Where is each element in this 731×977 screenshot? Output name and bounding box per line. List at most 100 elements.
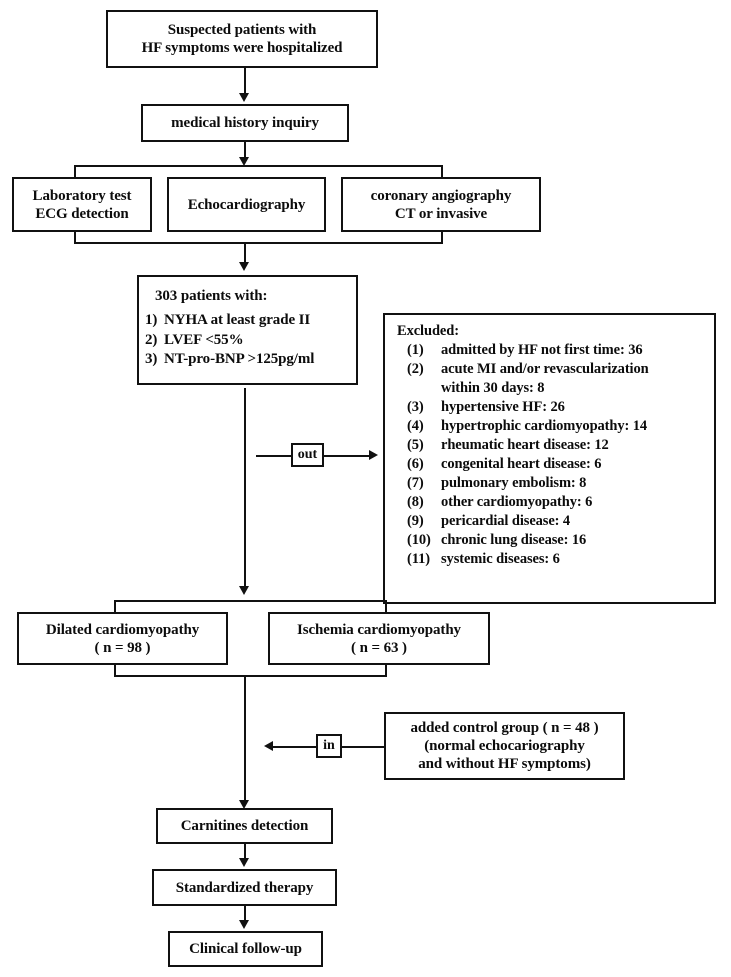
excluded-item-text: admitted by HF not first time: 36 (441, 342, 643, 359)
excluded-item-number: (3) (407, 399, 424, 416)
excluded-item-text: pericardial disease: 4 (441, 513, 571, 530)
bracket-cardiomyopathy-bottom (114, 665, 387, 677)
tag-in: in (316, 734, 342, 758)
excluded-item: (4) hypertrophic cardiomyopathy: 14 (391, 417, 647, 436)
arrowhead-cardiomyopathy-to-carnitines (239, 800, 249, 809)
connector-suspected-to-history (244, 68, 246, 96)
node-ischemia-cardiomyopathy: Ischemia cardiomyopathy ( n = 63 ) (268, 612, 490, 665)
excluded-item: (11) systemic diseases: 6 (391, 550, 560, 569)
criteria-item: 3) NT-pro-BNP >125pg/ml (145, 350, 314, 370)
excluded-item-number: (9) (407, 513, 424, 530)
criteria-item: 2) LVEF <55% (145, 331, 244, 351)
connector-in-left-segment (273, 746, 316, 748)
node-control-group-line1: added control group ( n = 48 ) (410, 720, 599, 736)
excluded-item: (7) pulmonary embolism: 8 (391, 474, 586, 493)
node-clinical-followup: Clinical follow-up (168, 931, 323, 967)
node-control-group: added control group ( n = 48 ) (normal e… (384, 712, 625, 780)
excluded-item-number: (11) (407, 551, 430, 568)
arrowhead-history-to-tests (239, 157, 249, 166)
arrowhead-suspected-to-history (239, 93, 249, 102)
node-criteria-303-patients: 303 patients with: 1) NYHA at least grad… (137, 275, 358, 385)
excluded-item-number: (7) (407, 475, 424, 492)
connector-tests-to-criteria (244, 244, 246, 266)
criteria-item: 1) NYHA at least grade II (145, 311, 310, 331)
excluded-item-number: (8) (407, 494, 424, 511)
criteria-item-text: NYHA at least grade II (164, 312, 311, 328)
node-ischemia-cardiomyopathy-line2: ( n = 63 ) (351, 639, 407, 656)
bracket-tests-top (74, 165, 443, 177)
excluded-item: (2) acute MI and/or revascularization (391, 360, 649, 379)
node-laboratory-test-line2: ECG detection (35, 205, 129, 222)
connector-carnitines-to-therapy (244, 844, 246, 862)
excluded-item: (5) rheumatic heart disease: 12 (391, 436, 609, 455)
node-standardized-therapy-line1: Standardized therapy (175, 879, 314, 896)
node-dilated-cardiomyopathy-line2: ( n = 98 ) (94, 639, 151, 656)
node-suspected-patients-line1: Suspected patients with (167, 22, 317, 38)
excluded-item: (1) admitted by HF not first time: 36 (391, 341, 643, 360)
excluded-item-text: hypertensive HF: 26 (441, 399, 565, 416)
connector-history-to-tests (244, 142, 246, 162)
bracket-tests-bottom (74, 232, 443, 244)
excluded-item: (8) other cardiomyopathy: 6 (391, 493, 592, 512)
node-carnitines-detection: Carnitines detection (156, 808, 333, 844)
excluded-item-text: congenital heart disease: 6 (441, 456, 602, 473)
node-ischemia-cardiomyopathy-line1: Ischemia cardiomyopathy (297, 621, 461, 638)
criteria-item-number: 1) (145, 312, 158, 328)
node-control-group-line2: (normal echocariography (424, 738, 585, 754)
node-dilated-cardiomyopathy: Dilated cardiomyopathy ( n = 98 ) (17, 612, 228, 665)
tag-in-label: in (323, 738, 335, 753)
excluded-item-text: pulmonary embolism: 8 (441, 475, 587, 492)
excluded-item-continuation: within 30 days: 8 (441, 380, 545, 397)
excluded-item-text: hypertrophic cardiomyopathy: 14 (441, 418, 648, 435)
node-dilated-cardiomyopathy-line1: Dilated cardiomyopathy (45, 621, 200, 638)
excluded-item-text: other cardiomyopathy: 6 (441, 494, 593, 511)
excluded-item-number: (4) (407, 418, 424, 435)
node-medical-history: medical history inquiry (141, 104, 349, 142)
bracket-cardiomyopathy-top (114, 600, 387, 612)
arrowhead-out-to-excluded (369, 450, 378, 460)
excluded-item-text: systemic diseases: 6 (441, 551, 560, 568)
criteria-item-text: NT-pro-BNP >125pg/ml (164, 351, 315, 367)
excluded-item: (9) pericardial disease: 4 (391, 512, 570, 531)
connector-criteria-to-cardiomyopathy (244, 388, 246, 590)
criteria-item-text: LVEF <55% (164, 331, 244, 348)
connector-out-left-segment (256, 455, 291, 457)
excluded-item-number: (6) (407, 456, 424, 473)
arrowhead-tests-to-criteria (239, 262, 249, 271)
excluded-item-text: chronic lung disease: 16 (441, 532, 587, 549)
arrowhead-therapy-to-followup (239, 920, 249, 929)
excluded-title: Excluded: (397, 323, 459, 339)
node-clinical-followup-line1: Clinical follow-up (189, 941, 302, 957)
connector-cardiomyopathy-to-carnitines (244, 677, 246, 805)
node-standardized-therapy: Standardized therapy (152, 869, 337, 906)
criteria-header: 303 patients with: (155, 288, 268, 304)
node-carnitines-detection-line1: Carnitines detection (180, 818, 309, 834)
node-coronary-angiography: coronary angiography CT or invasive (341, 177, 541, 232)
excluded-item-number: (1) (407, 342, 424, 359)
criteria-item-number: 3) (145, 351, 158, 367)
node-suspected-patients-line2: HF symptoms were hospitalized (141, 40, 343, 56)
node-echocardiography-line1: Echocardiography (187, 196, 306, 213)
tag-out: out (291, 443, 324, 467)
node-control-group-line3: and without HF symptoms) (418, 756, 591, 772)
excluded-item-number: (5) (407, 437, 424, 454)
node-excluded: Excluded: (1) admitted by HF not first t… (383, 313, 716, 604)
excluded-item: (10) chronic lung disease: 16 (391, 531, 586, 550)
node-suspected-patients: Suspected patients with HF symptoms were… (106, 10, 378, 68)
excluded-item: (6) congenital heart disease: 6 (391, 455, 602, 474)
arrowhead-carnitines-to-therapy (239, 858, 249, 867)
connector-out-right-segment (324, 455, 371, 457)
arrowhead-criteria-to-cardiomyopathy (239, 586, 249, 595)
excluded-item-text: acute MI and/or revascularization (441, 361, 649, 378)
connector-in-right-segment (342, 746, 384, 748)
excluded-item: (3) hypertensive HF: 26 (391, 398, 565, 417)
node-coronary-angiography-line1: coronary angiography (370, 187, 512, 204)
excluded-item-text: rheumatic heart disease: 12 (441, 437, 609, 454)
criteria-item-number: 2) (145, 331, 158, 348)
arrowhead-in-to-main-flow (264, 741, 273, 751)
excluded-item-number: (2) (407, 361, 424, 378)
node-laboratory-test: Laboratory test ECG detection (12, 177, 152, 232)
connector-therapy-to-followup (244, 906, 246, 924)
tag-out-label: out (297, 447, 318, 462)
